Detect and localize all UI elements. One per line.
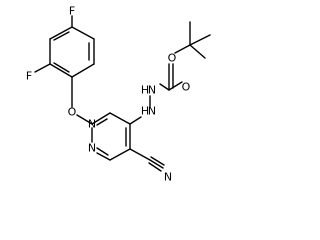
bond	[129, 116, 142, 125]
atom-nitrogen-ring-3: N	[88, 118, 96, 131]
atom-fluorine-para: F	[69, 5, 75, 18]
atom-oxygen-ether: O	[68, 106, 77, 119]
bond	[96, 118, 108, 126]
atom-nitrogen-hydrazine-2: N	[148, 84, 156, 97]
bond	[71, 26, 95, 40]
bond	[109, 148, 131, 161]
atom-nitrogen-hydrazine-1: N	[148, 105, 156, 118]
atom-labels: F F O N N H N H N O O N	[26, 5, 191, 184]
atom-nitrogen-nitrile: N	[164, 171, 172, 184]
atom-nitrogen-ring-1: N	[88, 142, 96, 155]
atom-hydrogen-nh-2: H	[141, 84, 149, 97]
bond	[53, 31, 70, 41]
bond	[149, 159, 164, 169]
atom-oxygen-ester: O	[168, 52, 177, 65]
bond	[189, 44, 206, 59]
bond	[189, 34, 211, 46]
bond	[49, 63, 73, 78]
chemical-structure-diagram: F F O N N H N H N O O N	[26, 5, 211, 184]
bond	[148, 162, 162, 172]
bond	[96, 152, 111, 161]
bond	[91, 112, 111, 125]
atom-oxygen-carbonyl: O	[182, 81, 191, 94]
atom-fluorine-ortho: F	[26, 70, 32, 83]
bond	[168, 81, 183, 91]
bond	[49, 26, 73, 40]
atom-hydrogen-nh-1: H	[141, 105, 149, 118]
bonds	[34, 15, 211, 172]
bond	[71, 63, 95, 78]
bond	[150, 156, 165, 166]
bond	[159, 83, 170, 91]
bond	[34, 63, 51, 73]
bond	[76, 114, 93, 125]
bond	[53, 62, 70, 73]
bond	[109, 112, 131, 125]
bond	[129, 148, 151, 161]
bond	[96, 147, 109, 156]
bond	[174, 44, 191, 54]
